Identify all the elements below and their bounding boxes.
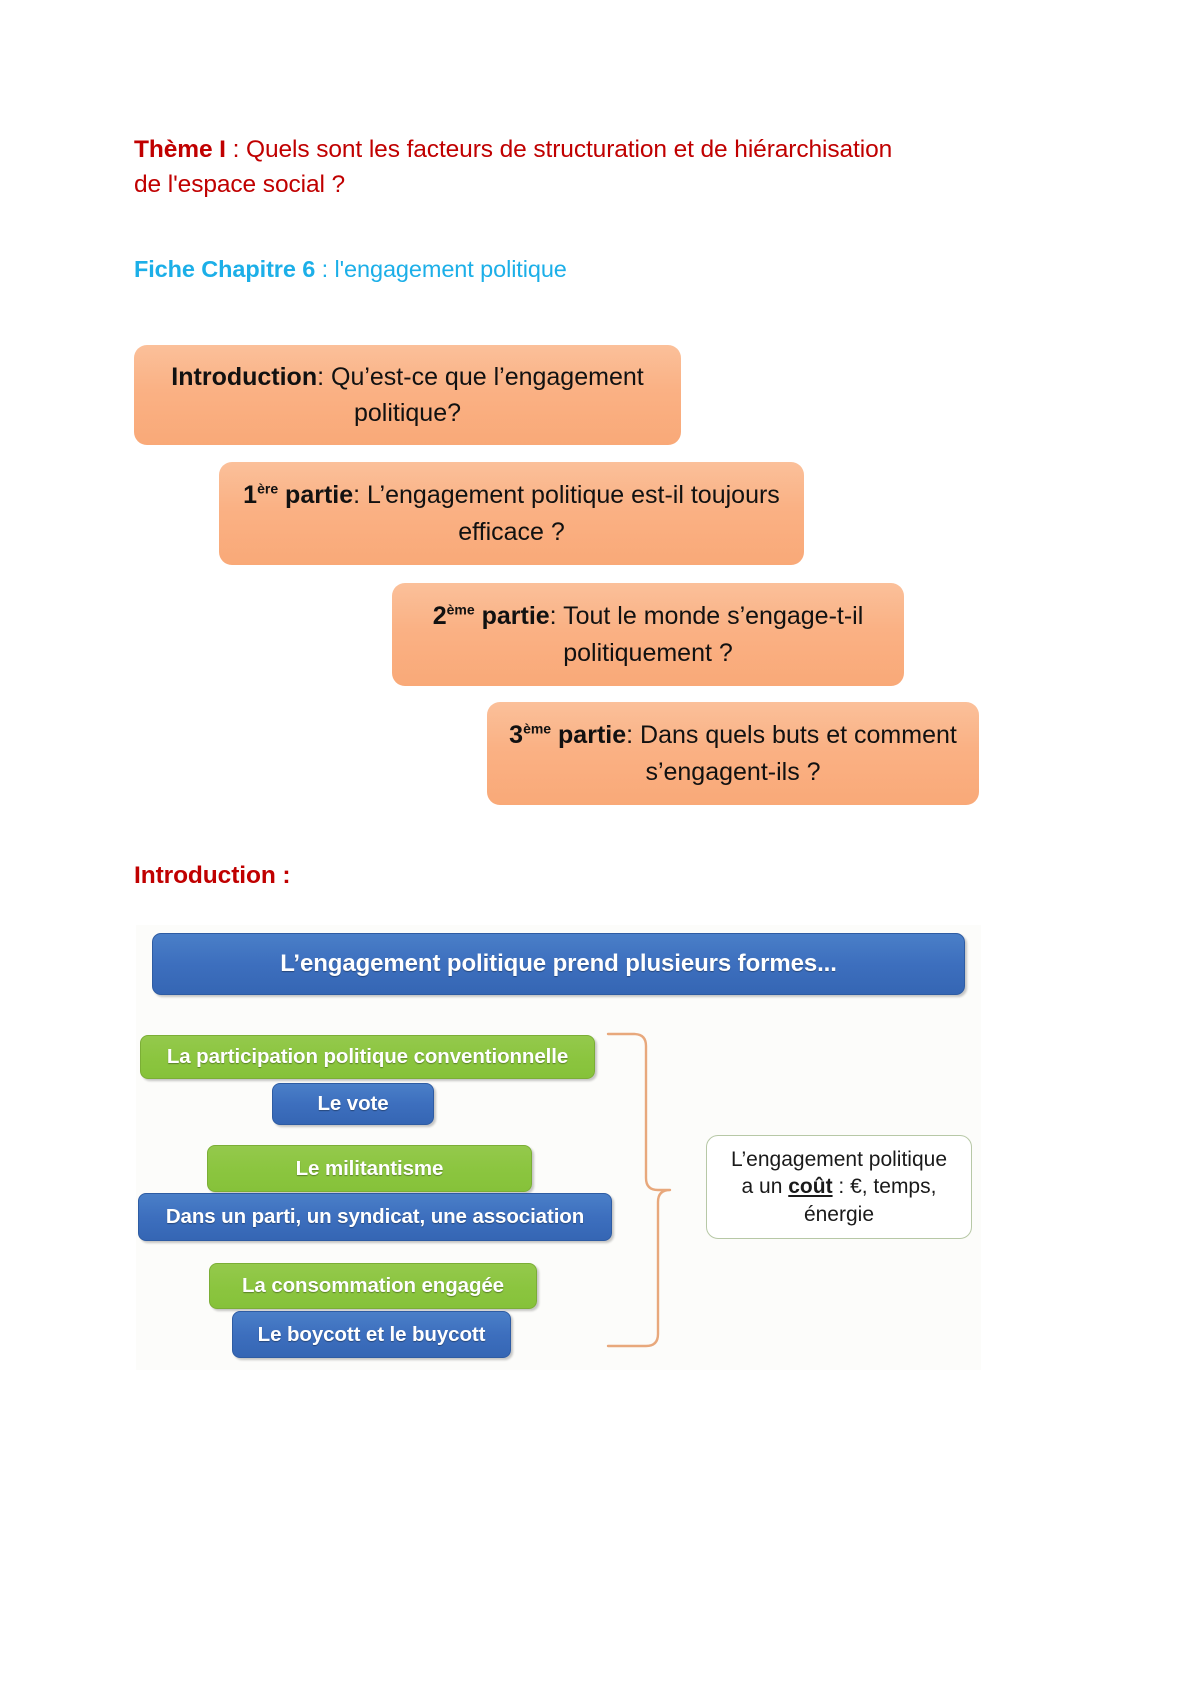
plan-box-partie-1-body: : L’engagement politique est-il toujours… xyxy=(353,481,780,546)
plan-box-partie-3-label: partie xyxy=(551,721,627,749)
plan-box-introduction-body: : Qu’est-ce que l’engagement politique? xyxy=(317,362,644,428)
plan-box-partie-1-label: partie xyxy=(278,481,354,509)
forms-diagram: L’engagement politique prend plusieurs f… xyxy=(136,925,981,1370)
forms-category-consommation: La consommation engagée xyxy=(209,1263,537,1309)
theme-heading: Thème I : Quels sont les facteurs de str… xyxy=(134,133,894,203)
plan-box-partie-3-body: : Dans quels buts et comment s’engagent-… xyxy=(626,721,957,786)
plan-box-partie-2-ordinal: ème xyxy=(446,601,475,618)
plan-box-partie-1-text: 1ère partie: L’engagement politique est-… xyxy=(241,477,782,550)
forms-category-militantisme: Le militantisme xyxy=(207,1145,532,1192)
plan-box-partie-3-ordinal: ème xyxy=(523,720,552,737)
theme-separator: : xyxy=(225,136,247,163)
plan-box-partie-2-text: 2ème partie: Tout le monde s’engage-t-il… xyxy=(414,598,882,671)
forms-example-boycott: Le boycott et le buycott xyxy=(232,1311,511,1358)
plan-box-introduction-text: Introduction: Qu’est-ce que l’engagement… xyxy=(156,359,659,432)
cost-callout-line2-before: a un xyxy=(741,1175,789,1199)
chapter-separator: : xyxy=(315,256,335,282)
cost-callout-underlined: coût xyxy=(788,1175,833,1199)
cost-callout-line1: L’engagement politique xyxy=(730,1148,947,1172)
plan-box-partie-3-number: 3 xyxy=(509,721,524,749)
theme-heading-line: Thème I : Quels sont les facteurs de str… xyxy=(134,133,894,203)
introduction-heading: Introduction : xyxy=(134,862,291,889)
cost-callout: L’engagement politique a un coût : €, te… xyxy=(706,1135,972,1239)
plan-box-partie-1: 1ère partie: L’engagement politique est-… xyxy=(219,462,804,565)
plan-box-partie-2: 2ème partie: Tout le monde s’engage-t-il… xyxy=(392,583,904,686)
cost-callout-text: L’engagement politique a un coût : €, te… xyxy=(731,1146,947,1228)
forms-example-militantisme: Dans un parti, un syndicat, une associat… xyxy=(138,1193,612,1241)
forms-diagram-title: L’engagement politique prend plusieurs f… xyxy=(152,933,965,995)
chapter-label: Fiche Chapitre 6 xyxy=(134,256,316,282)
plan-box-partie-3: 3ème partie: Dans quels buts et comment … xyxy=(487,702,979,805)
theme-label: Thème I xyxy=(134,136,226,163)
cost-callout-line2-after: : €, temps, xyxy=(832,1175,937,1199)
plan-box-partie-1-number: 1 xyxy=(243,481,258,509)
plan-box-partie-2-body: : Tout le monde s’engage-t-il politiquem… xyxy=(549,602,864,667)
cost-callout-line3: énergie xyxy=(803,1202,875,1226)
plan-diagram: Introduction: Qu’est-ce que l’engagement… xyxy=(134,345,979,810)
plan-box-introduction: Introduction: Qu’est-ce que l’engagement… xyxy=(134,345,681,445)
plan-box-introduction-lead: Introduction xyxy=(171,362,318,391)
forms-example-vote: Le vote xyxy=(272,1083,434,1125)
plan-box-partie-3-text: 3ème partie: Dans quels buts et comment … xyxy=(509,717,957,790)
plan-box-partie-2-label: partie xyxy=(474,602,550,630)
bracket-connector-icon xyxy=(606,1032,672,1348)
theme-text: Quels sont les facteurs de structuration… xyxy=(134,136,893,198)
forms-category-participation: La participation politique conventionnel… xyxy=(140,1035,595,1079)
plan-box-partie-1-ordinal: ère xyxy=(257,480,279,497)
plan-box-partie-2-number: 2 xyxy=(432,602,447,630)
chapter-heading: Fiche Chapitre 6 : l'engagement politiqu… xyxy=(134,256,567,283)
chapter-text: l'engagement politique xyxy=(334,256,567,282)
